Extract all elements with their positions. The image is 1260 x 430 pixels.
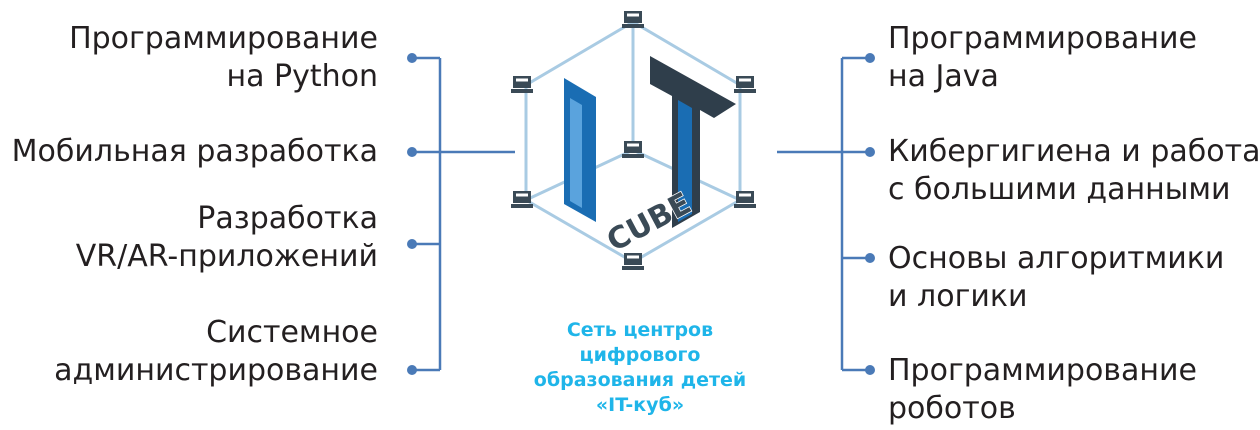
caption-line-4: «IT-куб» [595,394,685,416]
right-dot-4 [865,365,875,375]
computer-icon [511,191,533,208]
computer-icon [734,191,756,208]
topic-vr-ar-line-2: VR/AR-приложений [75,239,378,274]
right-dot-2 [865,147,875,157]
topic-java: Программирование на Java [888,20,1197,96]
topic-python-line-2: на Python [226,59,378,94]
topic-mobile: Мобильная разработка [12,133,378,171]
left-dot-3 [407,239,417,249]
topic-cyberhygiene: Кибергигиена и работа с большими данными [888,133,1260,209]
topic-mobile-line-1: Мобильная разработка [11,134,378,169]
topic-python: Программирование на Python [69,20,378,96]
topic-java-line-1: Программирование [888,21,1197,56]
computer-icon [511,76,533,93]
left-dot-4 [407,365,417,375]
topic-cyberhygiene-line-1: Кибергигиена и работа [888,134,1260,169]
topic-algorithms: Основы алгоритмики и логики [888,240,1224,316]
it-cube-logo: CUBE [511,11,756,270]
caption-line-1: Сеть центров [566,319,714,341]
computer-icon [622,253,644,270]
logo-caption: Сеть центров цифрового образования детей… [500,318,780,418]
topic-sysadmin: Системное администрирование [54,314,378,390]
caption-line-3: образования детей [533,369,747,391]
topic-vr-ar: Разработка VR/AR-приложений [76,200,378,276]
computer-icon [734,76,756,93]
topic-cyberhygiene-line-2: с большими данными [888,172,1231,207]
computer-icon [622,141,644,158]
left-dot-1 [407,53,417,63]
computer-icon [622,11,644,28]
topic-sysadmin-line-2: администрирование [54,353,378,388]
topic-robots-line-1: Программирование [888,353,1197,388]
left-dot-2 [407,147,417,157]
topic-algorithms-line-2: и логики [888,279,1028,314]
topic-robots-line-2: роботов [888,391,1016,426]
letter-i [564,78,596,222]
topic-robots: Программирование роботов [888,352,1197,428]
topic-python-line-1: Программирование [69,21,378,56]
caption-line-2: цифрового [579,344,701,366]
cube-text: CUBE [601,186,697,259]
right-dot-1 [865,53,875,63]
right-dot-3 [865,253,875,263]
topic-sysadmin-line-1: Системное [206,315,378,350]
topic-java-line-2: на Java [888,59,999,94]
topic-algorithms-line-1: Основы алгоритмики [888,241,1225,276]
letter-t [650,56,736,228]
topic-vr-ar-line-1: Разработка [197,201,378,236]
